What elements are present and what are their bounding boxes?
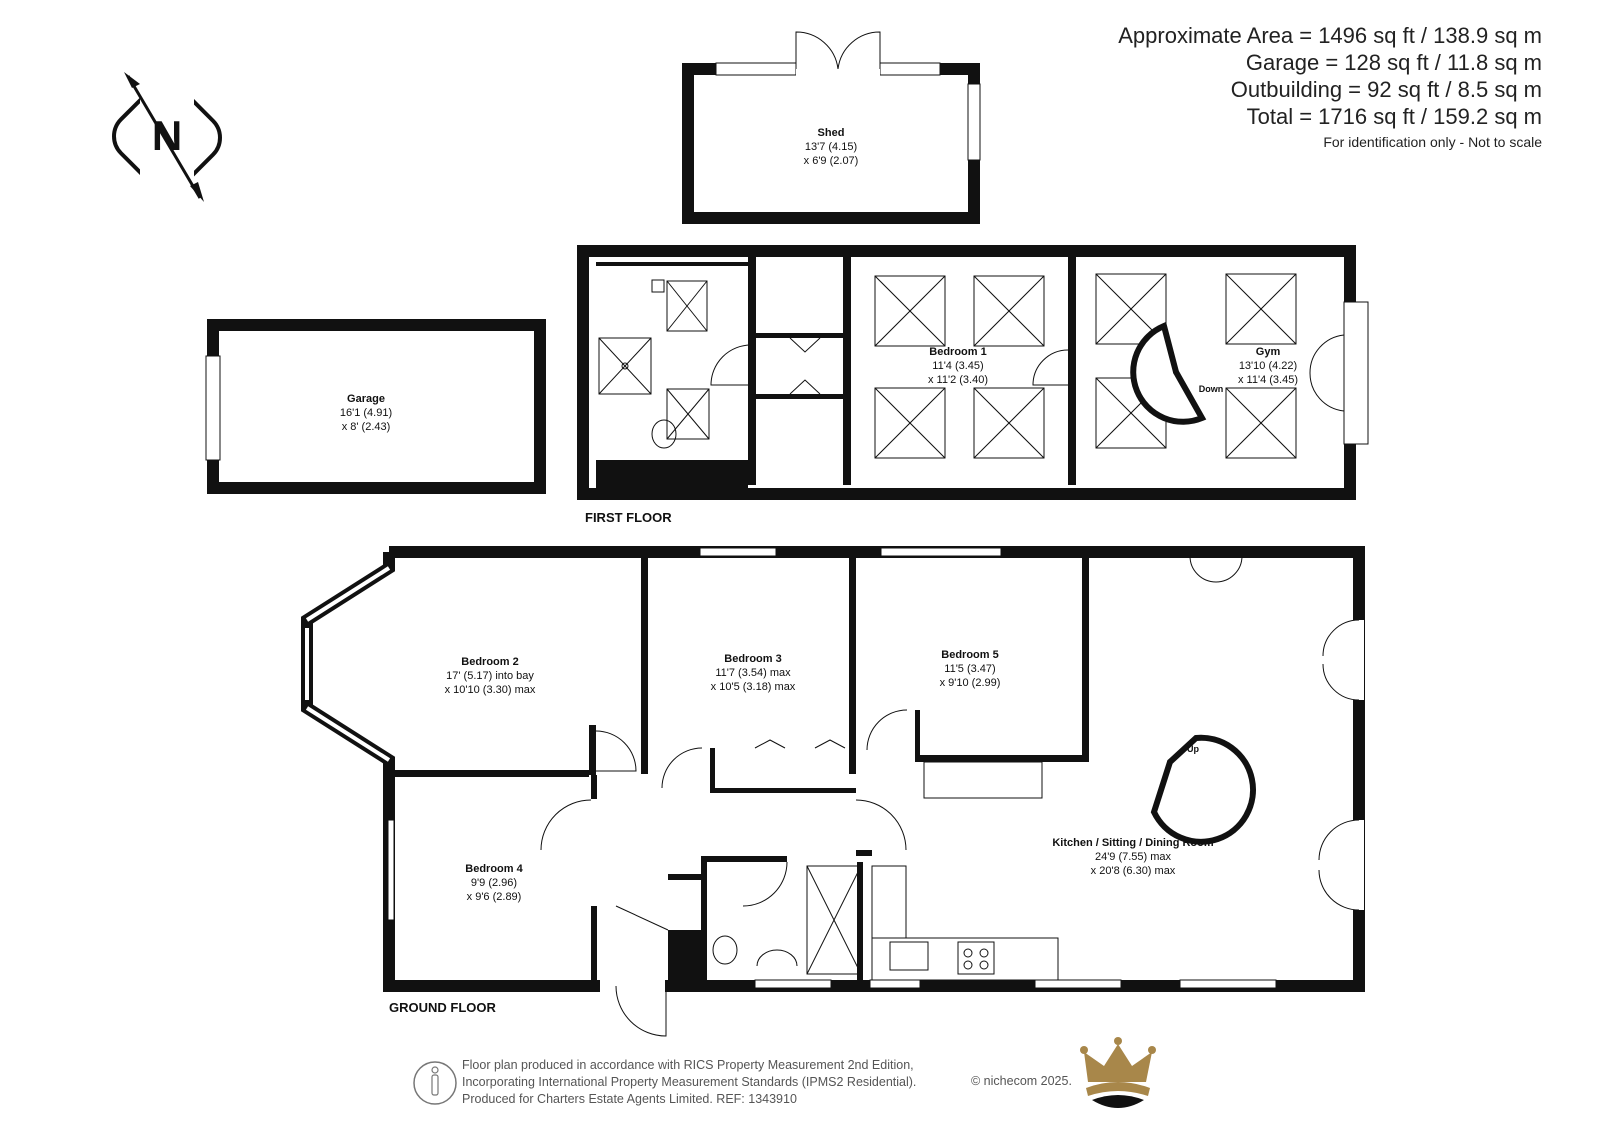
garage-dim2: x 8' (2.43)	[342, 421, 391, 433]
bedroom2-dim2: x 10'10 (3.30) max	[445, 684, 536, 696]
bedroom3-dim2: x 10'5 (3.18) max	[711, 681, 796, 693]
copyright-text: © nichecom 2025.	[971, 1074, 1072, 1088]
crown-logo-icon	[1080, 1037, 1156, 1108]
outbuilding-area: Outbuilding = 92 sq ft / 8.5 sq m	[1230, 77, 1542, 102]
gym-dim1: 13'10 (4.22)	[1239, 360, 1297, 372]
compass-letter: N	[152, 112, 182, 159]
bedroom3-dim1: 11'7 (3.54) max	[715, 667, 791, 679]
ground-floor-label: GROUND FLOOR	[389, 1000, 496, 1015]
ground-floor-plan	[301, 546, 1365, 1037]
garage-name: Garage	[347, 393, 385, 405]
total-area: Total = 1716 sq ft / 159.2 sq m	[1246, 104, 1542, 129]
stairs-down-label: Down	[1199, 384, 1224, 394]
bedroom5-dim1: 11'5 (3.47)	[944, 663, 995, 675]
garage-area: Garage = 128 sq ft / 11.8 sq m	[1245, 50, 1542, 75]
kitchen-dim1: 24'9 (7.55) max	[1095, 851, 1172, 863]
first-floor-plan	[577, 245, 1369, 500]
bedroom1-dim2: x 11'2 (3.40)	[928, 374, 988, 386]
footer-credits: Floor plan produced in accordance with R…	[462, 1057, 916, 1108]
kitchen-name: Kitchen / Sitting / Dining Room	[1052, 837, 1214, 849]
disclaimer-note: For identification only - Not to scale	[1323, 134, 1542, 150]
bedroom4-dim2: x 9'6 (2.89)	[467, 891, 522, 903]
gym-name: Gym	[1256, 346, 1281, 358]
bedroom4-dim1: 9'9 (2.96)	[471, 877, 517, 889]
bedroom4-name: Bedroom 4	[465, 863, 523, 875]
bedroom2-dim1: 17' (5.17) into bay	[446, 670, 534, 682]
approximate-area: Approximate Area = 1496 sq ft / 138.9 sq…	[1118, 23, 1542, 48]
gym-dim2: x 11'4 (3.45)	[1238, 374, 1298, 386]
shed-dim1: 13'7 (4.15)	[805, 141, 857, 153]
bedroom5-name: Bedroom 5	[941, 649, 998, 661]
first-floor-label: FIRST FLOOR	[585, 510, 672, 525]
shed-dim2: x 6'9 (2.07)	[804, 155, 859, 167]
area-summary: Approximate Area = 1496 sq ft / 138.9 sq…	[1118, 22, 1542, 150]
bedroom1-name: Bedroom 1	[929, 346, 986, 358]
stairs-up-label: Up	[1187, 744, 1199, 754]
north-arrow-icon: N	[112, 72, 222, 202]
kitchen-dim2: x 20'8 (6.30) max	[1091, 865, 1176, 877]
garage-dim1: 16'1 (4.91)	[340, 407, 392, 419]
bedroom1-dim1: 11'4 (3.45)	[932, 360, 983, 372]
shed-name: Shed	[818, 127, 845, 139]
footer-line-1: Floor plan produced in accordance with R…	[462, 1058, 914, 1072]
bedroom5-dim2: x 9'10 (2.99)	[940, 677, 1001, 689]
footer-line-3: Produced for Charters Estate Agents Limi…	[462, 1092, 797, 1106]
bedroom3-name: Bedroom 3	[724, 653, 781, 665]
rics-person-icon	[413, 1061, 457, 1105]
garage-outline	[205, 319, 546, 494]
bedroom2-name: Bedroom 2	[461, 656, 518, 668]
shed-outline	[682, 31, 981, 224]
footer-line-2: Incorporating International Property Mea…	[462, 1075, 917, 1089]
